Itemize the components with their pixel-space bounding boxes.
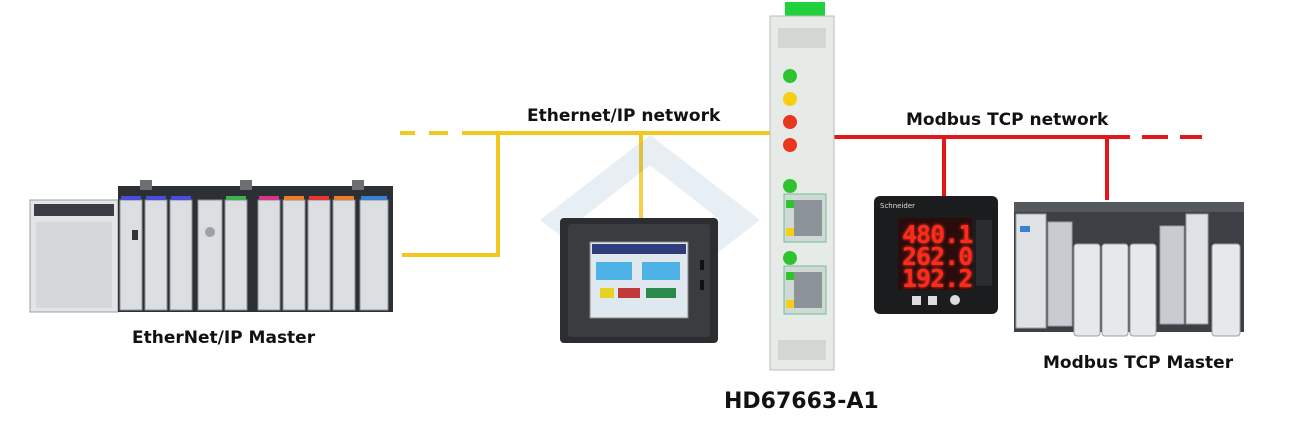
modbus-tcp-links xyxy=(834,135,1202,200)
status-led-yellow xyxy=(783,92,797,106)
power-meter-icon xyxy=(874,196,998,314)
meter-brand-label: Schneider xyxy=(880,202,916,210)
modbus-tcp-master-label: Modbus TCP Master xyxy=(1043,353,1234,373)
meter-reading: 480.1 xyxy=(902,220,973,249)
status-led-green xyxy=(783,69,797,83)
port-led-green xyxy=(783,179,797,193)
ethernet-ip-links xyxy=(400,131,770,257)
ethernet-ip-master-label: EtherNet/IP Master xyxy=(132,328,316,348)
gateway-model-label: HD67663-A1 xyxy=(724,389,879,414)
status-led-red xyxy=(783,115,797,129)
plc-rack-icon xyxy=(29,180,393,313)
meter-reading: 262.0 xyxy=(902,242,973,271)
plc-modular-icon xyxy=(1014,202,1244,337)
meter-reading: 192.2 xyxy=(902,264,973,293)
touch-panel-hmi-icon xyxy=(560,218,718,343)
modbus-tcp-network-label: Modbus TCP network xyxy=(906,110,1109,130)
port-led-green xyxy=(783,251,797,265)
ethernet-ip-drop-master xyxy=(402,133,500,257)
ethernet-ip-network-label: Ethernet/IP network xyxy=(527,106,721,126)
din-rail-gateway-icon xyxy=(769,2,835,371)
status-led-red xyxy=(783,138,797,152)
